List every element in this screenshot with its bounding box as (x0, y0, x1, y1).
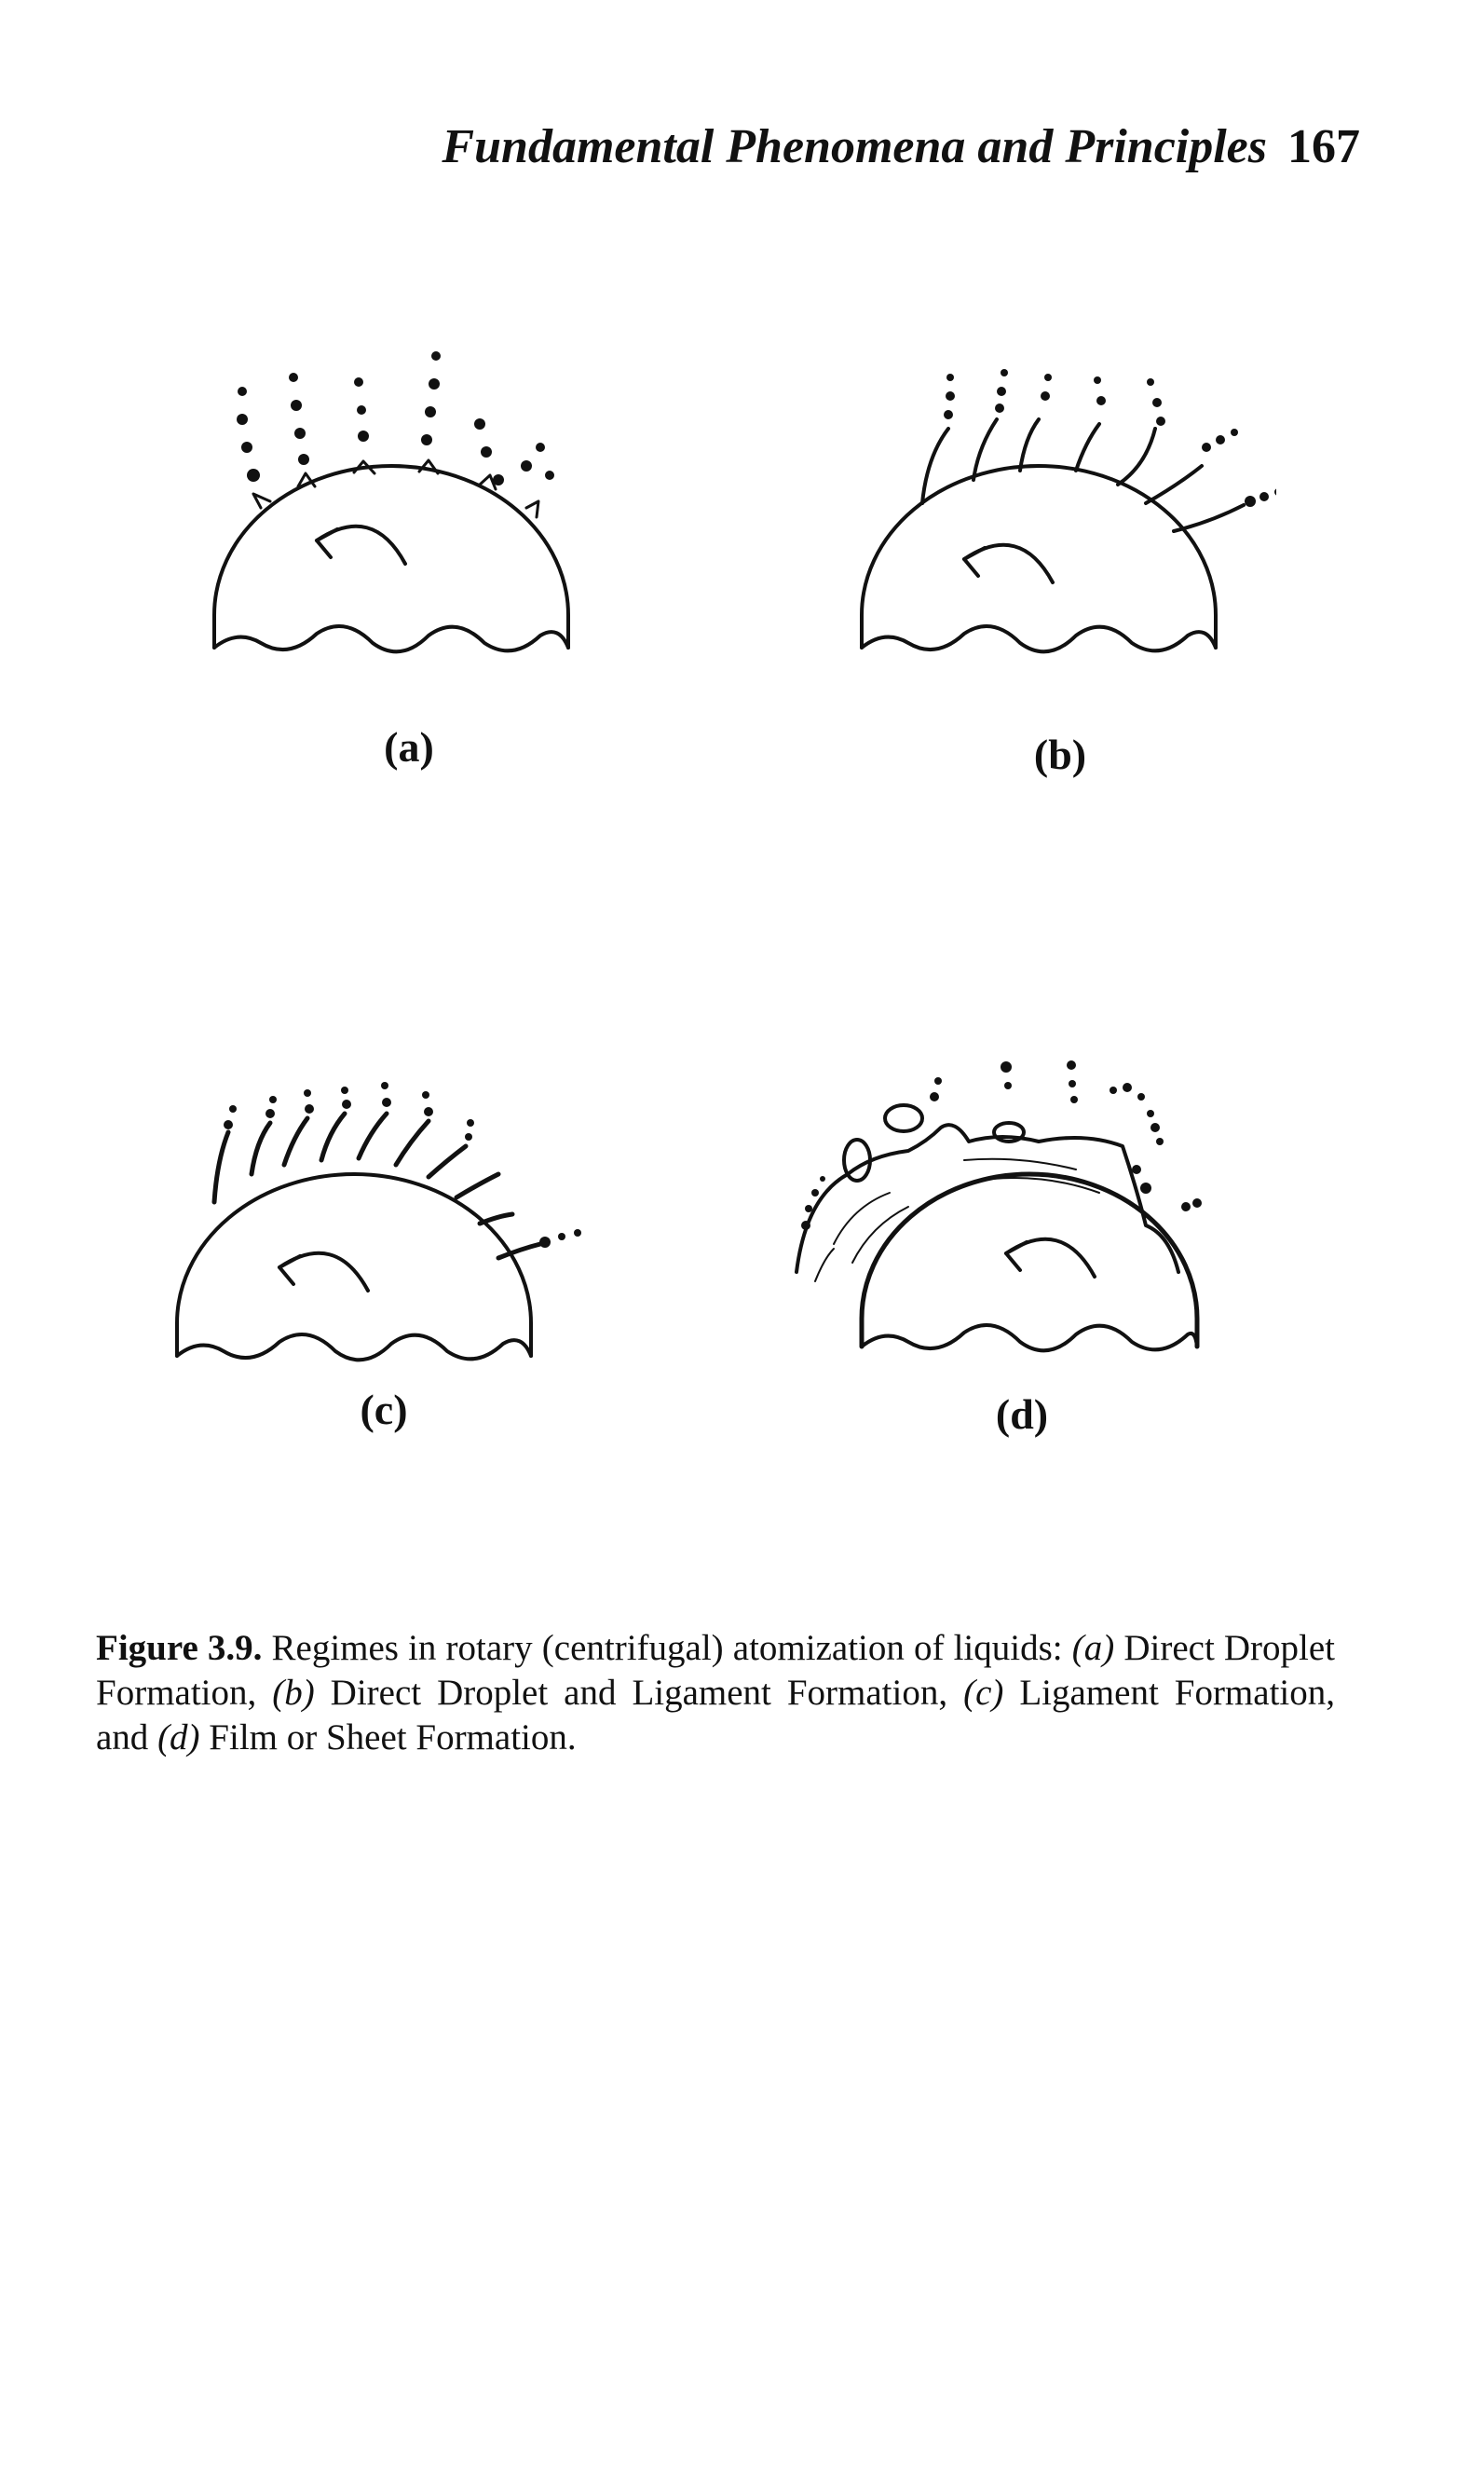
ligaments (920, 417, 1246, 533)
panel-label-d: (d) (995, 1390, 1049, 1438)
sheet-hole (842, 1138, 872, 1183)
rotary-cup-diagram-a (212, 351, 570, 654)
sheet-hole (992, 1121, 1026, 1143)
sheet-streak (851, 1206, 909, 1264)
running-header: Fundamental Phenomena and Principles 167 (442, 119, 1360, 175)
panel-label-a: (a) (384, 723, 434, 771)
rotation-arrow-head (962, 546, 987, 578)
rotation-arrow-head (315, 527, 339, 559)
caption-text-d: Film or Sheet Formation. (199, 1717, 577, 1757)
cup-outline (212, 464, 570, 650)
caption-text-a: Direct Droplet Formation, (96, 1628, 1336, 1713)
rotation-arrow-head (1004, 1240, 1028, 1272)
sheet-streak (833, 1192, 891, 1245)
droplets (237, 351, 554, 485)
rotary-cup-diagram-b (860, 369, 1276, 654)
cup-outline (860, 464, 1218, 650)
droplets (224, 1082, 581, 1248)
rotation-arrow-head (278, 1254, 302, 1286)
sheet-streak (814, 1248, 835, 1282)
caption-tag-d: (d) (157, 1717, 200, 1757)
rotary-cup-diagram-d (795, 1060, 1202, 1353)
caption-tag-a: (a) (1071, 1628, 1115, 1668)
caption-text-c: Ligament Formation, and (96, 1673, 1335, 1757)
figure-caption: Figure 3.9. Regimes in rotary (centrifug… (96, 1626, 1335, 1760)
sheet-hole (883, 1103, 924, 1133)
panel-label-c: (c) (360, 1386, 408, 1433)
caption-text-b: Direct Droplet and Ligament Formation, (314, 1673, 964, 1713)
wavy-base (175, 1333, 533, 1362)
panel-label-b: (b) (1033, 731, 1087, 778)
running-header-title: Fundamental Phenomena and Principles (442, 120, 1267, 173)
wavy-base (212, 624, 570, 654)
droplets (944, 369, 1276, 507)
figure-panel-c (163, 1058, 592, 1393)
droplets (801, 1060, 1202, 1230)
wavy-base (860, 1323, 1199, 1353)
wavy-base (860, 624, 1218, 654)
figure-number: Figure 3.9. (96, 1628, 263, 1668)
sheet-streak (963, 1157, 1077, 1170)
figure-panel-d (778, 1039, 1206, 1374)
cup-outline (859, 1171, 1200, 1349)
figure-panel-b (848, 345, 1276, 680)
rotary-cup-diagram-c (175, 1082, 581, 1362)
caption-intro: Regimes in rotary (centrifugal) atomizat… (262, 1628, 1072, 1668)
caption-tag-c: (c) (963, 1673, 1004, 1713)
figure-panel-a (196, 335, 624, 671)
page-number: 167 (1287, 120, 1360, 173)
cup-outline (175, 1172, 533, 1358)
ligaments (211, 1111, 543, 1261)
liquid-cusps (252, 458, 540, 519)
caption-tag-b: (b) (272, 1673, 315, 1713)
